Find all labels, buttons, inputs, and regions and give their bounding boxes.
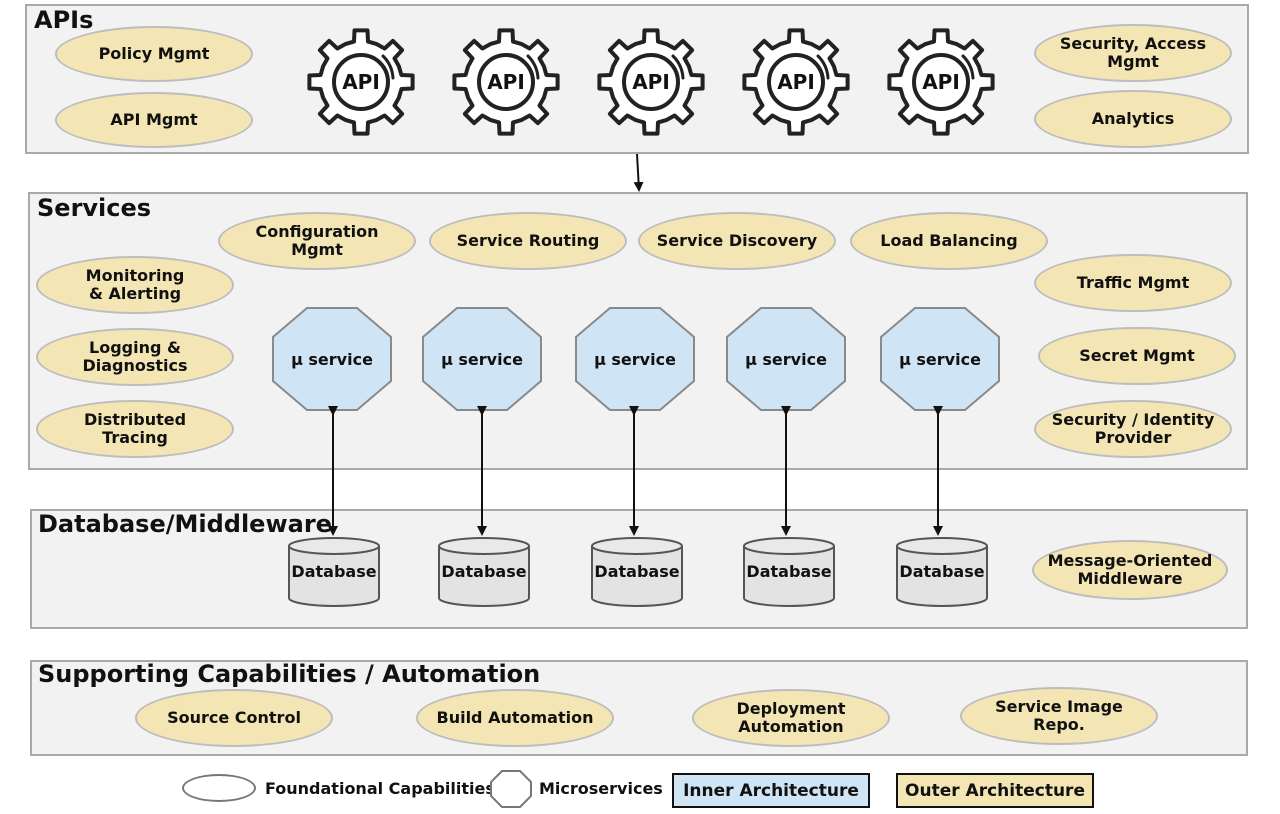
microservice-node: μ service [880, 307, 1000, 411]
apis-to-services-arrow [633, 153, 644, 192]
microservice-label: μ service [899, 349, 981, 369]
capability-security-access-mgmt: Security, Access Mgmt [1034, 24, 1232, 82]
legend-microservices-label: Microservices [539, 779, 663, 798]
capability-deployment-automation: Deployment Automation [692, 689, 890, 747]
capability-configuration-mgmt: Configuration Mgmt [218, 212, 416, 270]
microservice-node: μ service [272, 307, 392, 411]
microservice-label: μ service [745, 349, 827, 369]
database-cylinder: Database [895, 536, 989, 608]
database-label: Database [291, 562, 377, 581]
capability-policy-mgmt: Policy Mgmt [55, 26, 253, 82]
api-gear-label: API [632, 70, 670, 94]
api-gear-icon: API [307, 28, 415, 136]
supporting-layer-title: Supporting Capabilities / Automation [38, 660, 541, 688]
capability-secret-mgmt: Secret Mgmt [1038, 327, 1236, 385]
microservice-label: μ service [291, 349, 373, 369]
database-label: Database [746, 562, 832, 581]
api-gear-icon: API [887, 28, 995, 136]
legend-inner-architecture: Inner Architecture [672, 773, 870, 808]
capability-build-automation: Build Automation [416, 689, 614, 747]
database-layer-title: Database/Middleware [38, 510, 332, 538]
microservice-node: μ service [422, 307, 542, 411]
legend-foundational-label: Foundational Capabilities [265, 779, 495, 798]
microservice-node: μ service [575, 307, 695, 411]
capability-api-mgmt: API Mgmt [55, 92, 253, 148]
api-gear-label: API [342, 70, 380, 94]
api-gear-label: API [922, 70, 960, 94]
database-cylinder: Database [437, 536, 531, 608]
capability-service-routing: Service Routing [429, 212, 627, 270]
legend-microservices-swatch [490, 770, 532, 808]
database-label: Database [441, 562, 527, 581]
api-gear-label: API [777, 70, 815, 94]
legend-outer-architecture: Outer Architecture [896, 773, 1094, 808]
capability-load-balancing: Load Balancing [850, 212, 1048, 270]
capability-security-identity-provider: Security / Identity Provider [1034, 400, 1232, 458]
database-label: Database [594, 562, 680, 581]
microservice-label: μ service [594, 349, 676, 369]
services-layer-title: Services [37, 194, 152, 222]
api-gear-label: API [487, 70, 525, 94]
microservice-node: μ service [726, 307, 846, 411]
capability-logging-diagnostics: Logging & Diagnostics [36, 328, 234, 386]
capability-service-discovery: Service Discovery [638, 212, 836, 270]
capability-source-control: Source Control [135, 689, 333, 747]
capability-monitoring-alerting: Monitoring & Alerting [36, 256, 234, 314]
apis-layer-title: APIs [34, 6, 94, 34]
microservice-label: μ service [441, 349, 523, 369]
legend-foundational-swatch [182, 774, 256, 802]
database-cylinder: Database [742, 536, 836, 608]
api-gear-icon: API [597, 28, 705, 136]
capability-service-image-repo: Service Image Repo. [960, 687, 1158, 745]
api-gear-icon: API [452, 28, 560, 136]
capability-message-oriented-middleware: Message-Oriented Middleware [1032, 540, 1228, 600]
capability-analytics: Analytics [1034, 90, 1232, 148]
database-cylinder: Database [590, 536, 684, 608]
capability-distributed-tracing: Distributed Tracing [36, 400, 234, 458]
database-cylinder: Database [287, 536, 381, 608]
capability-traffic-mgmt: Traffic Mgmt [1034, 254, 1232, 312]
database-label: Database [899, 562, 985, 581]
api-gear-icon: API [742, 28, 850, 136]
